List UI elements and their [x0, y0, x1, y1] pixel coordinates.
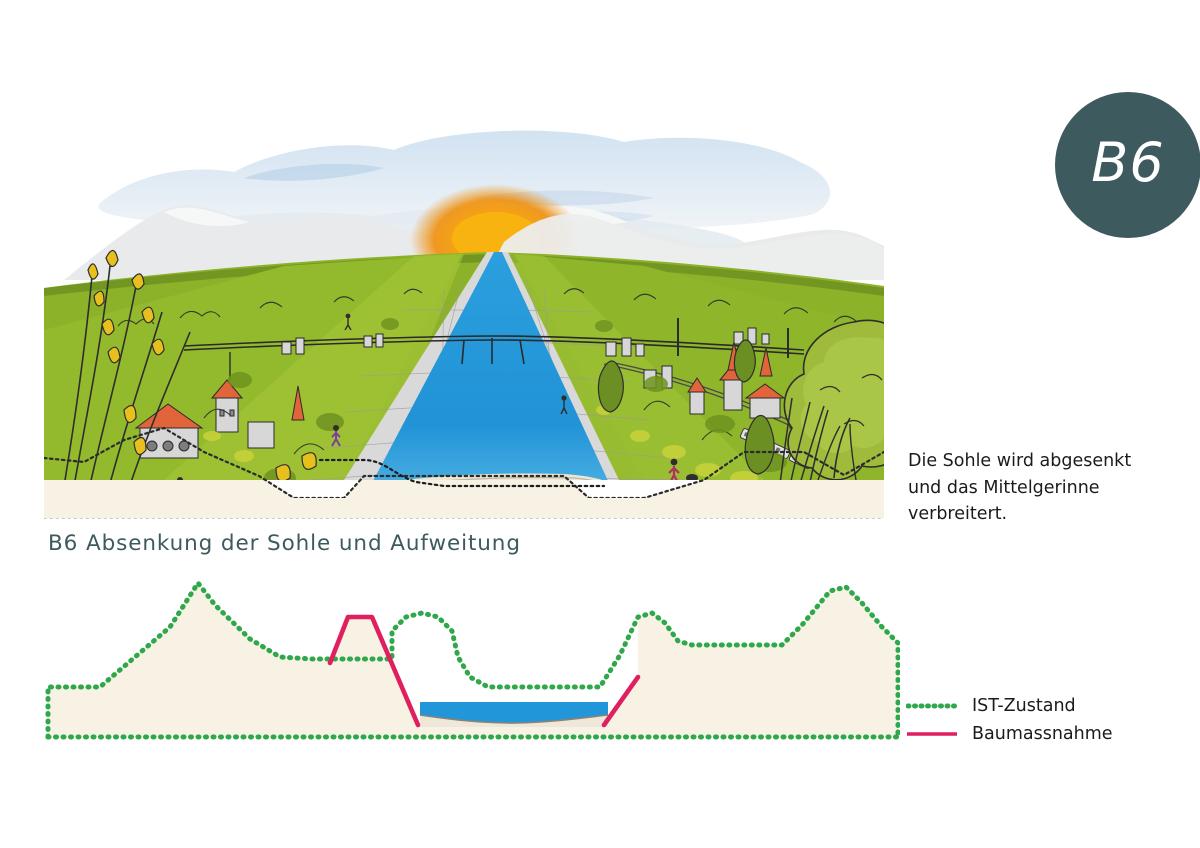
riprap-right — [499, 252, 619, 480]
tree-large-right — [783, 319, 884, 480]
tree-cypress — [597, 339, 775, 475]
cross-section-chart — [40, 565, 900, 755]
figures — [177, 313, 698, 480]
section-outline-dotted — [44, 426, 884, 500]
terrain-left — [48, 583, 418, 737]
baumassnahme-line — [327, 614, 421, 728]
terrain-mid-mound — [418, 617, 638, 725]
riprap-left — [344, 252, 496, 480]
illustration-river-landscape — [44, 80, 884, 520]
terrain-right — [604, 587, 898, 737]
legend-item-baumassnahme: Baumassnahme — [906, 720, 1146, 748]
ground-section — [44, 428, 884, 498]
meadow-vegetation — [117, 288, 857, 455]
legend-label-ist-zustand: IST-Zustand — [972, 696, 1076, 716]
baumassnahme-line-right — [601, 674, 641, 728]
bank-scrub — [203, 405, 758, 480]
river-water — [373, 252, 608, 480]
channel-bed — [420, 715, 608, 727]
page-title: B6 Absenkung der Sohle und Aufweitung — [48, 531, 521, 556]
legend-swatch-solid — [906, 727, 958, 741]
legend-item-ist-zustand: IST-Zustand — [906, 692, 1146, 720]
badge-b6: B6 — [1055, 92, 1200, 238]
legend-swatch-dotted — [906, 699, 958, 713]
description-text: Die Sohle wird abgesenkt und das Mittelg… — [908, 451, 1132, 525]
original-bed-dotted — [318, 458, 606, 488]
ist-zustand-line — [45, 580, 900, 740]
legend-label-baumassnahme: Baumassnahme — [972, 724, 1113, 744]
chart-legend: IST-Zustand Baumassnahme — [906, 692, 1146, 748]
reeds-right — [779, 397, 829, 480]
badge-label: B6 — [1091, 131, 1165, 194]
water-fill — [420, 702, 608, 725]
reed-leaves — [87, 249, 317, 480]
channel-bed-line — [419, 714, 609, 724]
village-sketches — [134, 318, 820, 459]
